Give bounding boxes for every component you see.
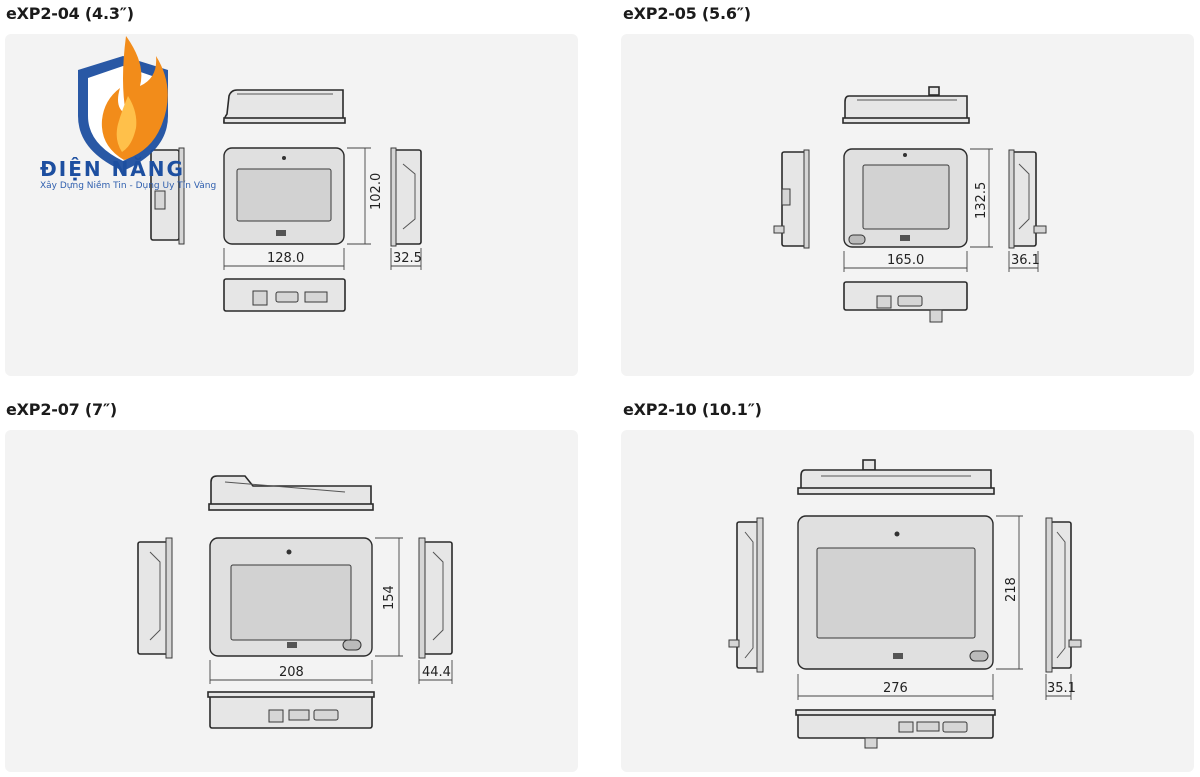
bottom-view: [223, 278, 346, 312]
dim-depth: 44.4: [422, 665, 451, 680]
dim-height: 154: [382, 585, 397, 610]
drawing-exp2-04: 128.0 102.0 32.5: [150, 89, 422, 312]
right-side-view: [418, 537, 453, 659]
dim-height: 132.5: [974, 182, 989, 219]
drawing-panel-exp2-05: 165.0 132.5 36.1: [621, 34, 1194, 376]
dim-height: 102.0: [369, 173, 384, 210]
front-view: [209, 537, 373, 657]
left-side-view: [150, 147, 185, 245]
drawing-panel-exp2-07: 208 154 44.4: [5, 430, 578, 772]
dimension-lines: [223, 147, 422, 270]
top-view: [842, 86, 970, 124]
brand-logo-icon: [78, 36, 168, 171]
left-side-view: [137, 537, 173, 659]
dimension-lines: [797, 515, 1072, 700]
top-view: [797, 459, 995, 495]
left-side-view: [773, 149, 810, 249]
panel-title-exp2-07: eXP2-07 (7″): [6, 400, 118, 419]
bottom-view: [795, 709, 996, 749]
dim-width: 128.0: [267, 251, 304, 266]
front-view: [843, 148, 968, 248]
brand-tagline: Xây Dựng Niềm Tin - Dụng Uy Tín Vàng: [40, 181, 217, 191]
dim-depth: 35.1: [1047, 681, 1076, 696]
panel-title-exp2-10: eXP2-10 (10.1″): [623, 400, 762, 419]
right-side-view: [390, 147, 422, 247]
dim-width: 208: [279, 665, 304, 680]
right-side-view: [1008, 149, 1047, 249]
front-view: [797, 515, 994, 670]
front-view: [223, 147, 345, 245]
panel-title-exp2-04: eXP2-04 (4.3″): [6, 4, 134, 23]
drawing-exp2-07: 208 154 44.4: [137, 475, 453, 729]
dimension-lines: [209, 537, 453, 684]
dim-depth: 36.1: [1011, 253, 1040, 268]
bottom-view: [207, 691, 375, 729]
panel-title-exp2-05: eXP2-05 (5.6″): [623, 4, 751, 23]
drawing-panel-exp2-10: 276 218 35.1: [621, 430, 1194, 772]
drawing-exp2-10: 276 218 35.1: [728, 459, 1082, 749]
dim-height: 218: [1004, 577, 1019, 602]
dim-width: 276: [883, 681, 908, 696]
top-view: [223, 89, 346, 124]
dimension-lines: [843, 148, 1039, 272]
brand-name: ĐIỆN NĂNG: [40, 157, 185, 181]
top-view: [208, 475, 374, 511]
bottom-view: [843, 281, 968, 323]
dim-depth: 32.5: [393, 251, 422, 266]
drawing-exp2-05: 165.0 132.5 36.1: [773, 86, 1047, 323]
left-side-view: [728, 517, 764, 673]
right-side-view: [1045, 517, 1082, 673]
dim-width: 165.0: [887, 253, 924, 268]
